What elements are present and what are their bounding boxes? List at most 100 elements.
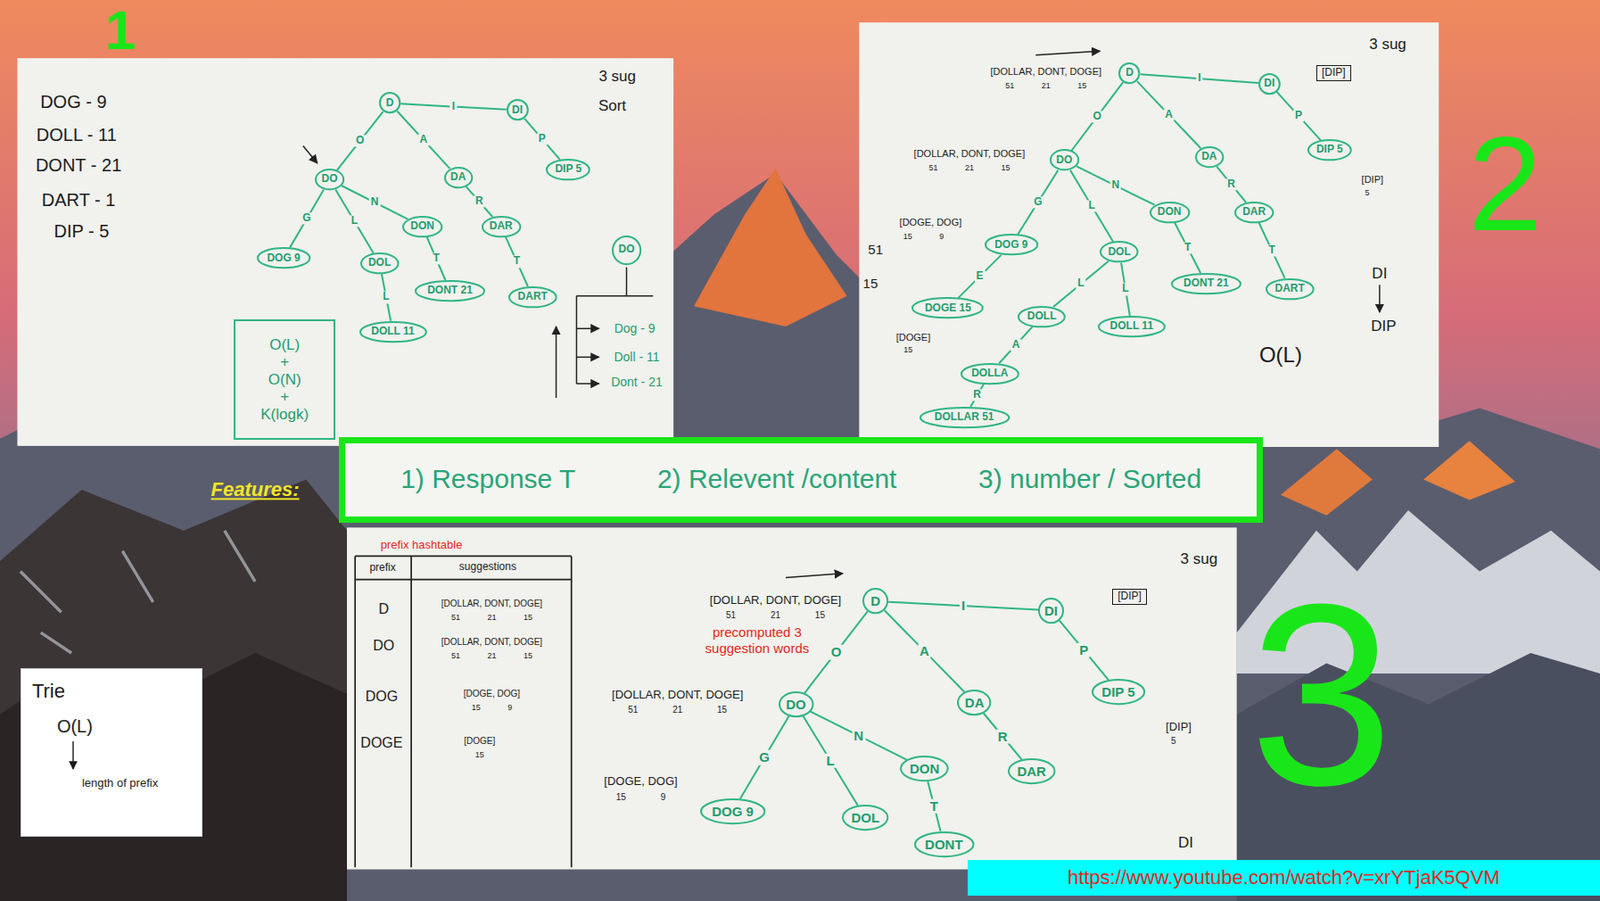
node-ellipse [1050,149,1079,170]
suggestion-list: [DOLLAR, DONT, DOGE] [441,636,543,648]
table-line [410,555,413,867]
node-text: 3) number / Sorted [978,463,1202,495]
edge-letter: N [369,196,381,208]
node-text: DOL [1107,246,1130,259]
note: Sort [598,97,627,116]
trie-node: DOLL 11 [1097,315,1166,338]
trie-node: DOG 9 [256,247,311,269]
node-ellipse [863,588,888,613]
node-text: DI [511,104,523,117]
trie-edge [466,186,494,217]
trie-node: DOG 9 [700,798,766,825]
node-ellipse [1171,273,1241,294]
trie-node: DOLLA [960,362,1020,385]
order-arrow [785,573,843,578]
trie-node: DONT 21 [414,280,486,302]
complexity-box: O(L)+O(N)+K(logk) [233,319,336,440]
node-text: D [386,97,395,110]
trie-node: DIP 5 [545,158,591,181]
edge-letter: E [974,270,986,282]
trie-node: DOGE 15 [911,296,984,319]
trie-node: DOLLAR 51 [919,406,1010,429]
node-text: DIP 5 [1316,143,1344,157]
whiteboard-panel [16,57,674,446]
trie-edge [1053,261,1109,307]
edge-letter: T [1182,241,1193,254]
node-text: DO [1055,154,1073,167]
sorted-item: Dog - 9 [614,321,656,336]
node-text: DO [785,696,807,712]
edge-letter: P [1077,643,1090,659]
trie-edge [1137,81,1201,149]
edge-letter: A [1010,338,1023,351]
node-ellipse [1150,202,1189,223]
sorted-item: Doll - 11 [613,349,660,364]
table-line [354,578,572,581]
node-text: DAR [489,220,513,233]
trie-node: DOLL 11 [359,321,428,343]
edge-letter: T [928,799,941,815]
node-text: DOLLA [971,367,1008,380]
edge-letter: T [430,252,441,264]
edge-letter: G [1031,196,1044,208]
node-ellipse [912,297,983,318]
suggestion-box: [DIP] [1112,588,1147,605]
node-text: DART [1275,282,1305,296]
suggestion-list: [DOLLAR, DONT, DOGE] [611,688,743,702]
node-text: O(L) [57,715,93,737]
trie-node: DIP 5 [1091,678,1146,705]
node-text: DA [450,171,466,184]
suggestion-list: [DOLLAR, DONT, DOGE] [914,147,1026,159]
edge-letter: L [349,214,360,227]
node-text: DOGE 15 [924,302,972,315]
frequency-numbers: 51 21 15 [1005,81,1087,91]
note: DI [1178,833,1194,852]
link-banner: https://www.youtube.com/watch?v=xrYTjaK5… [967,859,1600,896]
sort-arrow [555,326,557,398]
edge-letter: O [829,644,844,660]
suggestion-list: [DOLLAR, DONT, DOGE] [989,65,1102,78]
node-text: DOLL [1027,310,1057,323]
node-ellipse [957,690,990,715]
suggestion-list: [DOGE, DOG] [899,216,963,229]
trie-node: DO [314,168,345,190]
edge-letter: R [1225,178,1238,190]
node-ellipse [546,159,590,180]
edge-letter: T [1266,244,1277,256]
trie-node: DA [1195,146,1224,168]
edge-letter: L [1086,199,1097,212]
note: DI [1371,264,1387,283]
node-text: DIP 5 [1101,684,1135,700]
node-text: K(logk) [260,405,309,424]
node-text: + [280,353,289,372]
node-ellipse [361,253,398,273]
word-count: DIP - 5 [54,220,110,241]
table-cell: DOGE [360,734,403,751]
note: 3 sug [598,67,636,86]
edge-letter: I [959,598,967,614]
trie-node: DO [778,691,815,718]
edge-letter: G [300,212,313,224]
frequency-numbers: 51 21 15 [928,162,1010,172]
whiteboard-panel [346,527,1238,869]
edge-letter: L [1075,278,1086,290]
suggestion-list: [DIP] [1165,719,1192,734]
node-text: DOLLAR 51 [934,411,995,424]
trie-edge [1076,165,1155,205]
trie-edge [983,712,1023,759]
word-count: DONT - 21 [35,155,122,176]
word-count: DART - 1 [41,189,116,211]
node-ellipse [915,832,974,857]
node-ellipse [1039,598,1064,623]
node-text: [DIP] [1117,590,1142,603]
node-text: D [870,593,881,609]
node-ellipse [507,99,528,120]
trie-edge [427,237,446,281]
node-ellipse [900,756,949,781]
node-text: DAR [1016,763,1047,779]
trie-edge [970,384,984,407]
bracket-line [626,267,627,297]
edge-letter: L [380,291,391,304]
node-ellipse [482,216,520,237]
word-count: DOG - 9 [40,91,107,113]
